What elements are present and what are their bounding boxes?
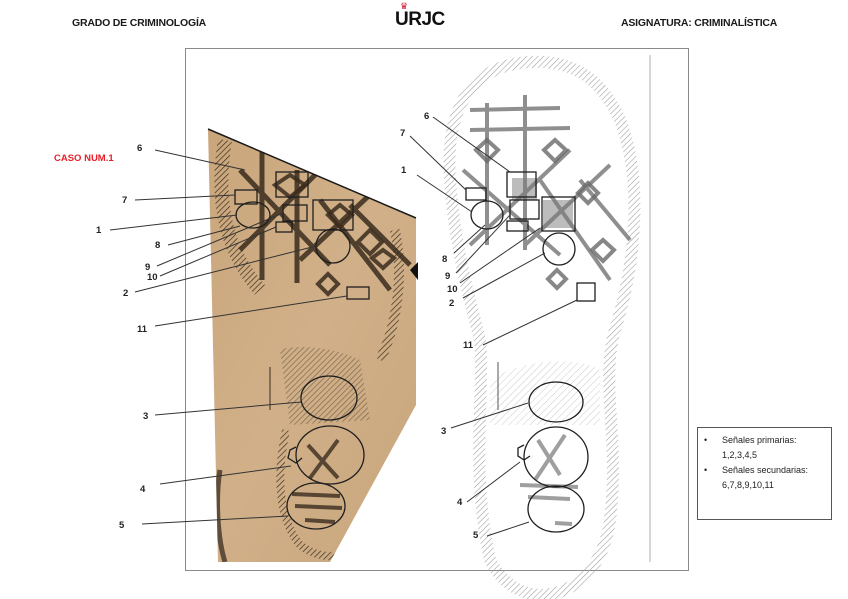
evidence-print bbox=[208, 129, 416, 562]
left-leader-lines bbox=[109, 149, 348, 525]
legend-secondary-values: 6,7,8,9,10,11 bbox=[722, 480, 774, 490]
left-callout-4: 4 bbox=[140, 484, 146, 495]
right-callout-4: 4 bbox=[457, 497, 463, 508]
left-callout-3: 3 bbox=[143, 411, 149, 422]
bullet-icon: • bbox=[704, 465, 708, 475]
legend-secondary-label: Señales secundarias: bbox=[722, 465, 809, 475]
left-callout-8: 8 bbox=[155, 240, 161, 251]
left-callout-1: 1 bbox=[96, 225, 102, 236]
left-callout-9: 9 bbox=[145, 262, 151, 273]
right-callout-11: 11 bbox=[463, 340, 474, 351]
right-callout-9: 9 bbox=[445, 271, 451, 282]
left-callout-2: 2 bbox=[123, 288, 129, 299]
left-callout-6: 6 bbox=[137, 143, 143, 154]
urjc-logo: ♛ URJC bbox=[395, 2, 445, 34]
bullet-icon: • bbox=[704, 435, 708, 445]
left-callout-11: 11 bbox=[137, 324, 148, 335]
right-callout-8: 8 bbox=[442, 254, 448, 265]
right-callout-1: 1 bbox=[401, 165, 407, 176]
right-callout-3: 3 bbox=[441, 426, 447, 437]
legend-primary-values: 1,2,3,4,5 bbox=[722, 450, 758, 460]
legend-primary-label: Señales primarias: bbox=[722, 435, 797, 445]
right-callout-5: 5 bbox=[473, 530, 479, 541]
left-callout-5: 5 bbox=[119, 520, 125, 531]
reference-print bbox=[443, 55, 641, 599]
right-callout-2: 2 bbox=[449, 298, 455, 309]
legend-item-secondary: • Señales secundarias: bbox=[704, 463, 831, 478]
subject-title: ASIGNATURA: CRIMINALÍSTICA bbox=[621, 17, 778, 29]
case-label: CASO NUM.1 bbox=[54, 153, 114, 164]
right-callout-7: 7 bbox=[400, 128, 406, 139]
left-callout-10: 10 bbox=[147, 272, 158, 283]
left-callout-7: 7 bbox=[122, 195, 128, 206]
legend-box: • Señales primarias: 1,2,3,4,5 • Señales… bbox=[697, 427, 832, 520]
right-leader-lines bbox=[409, 116, 578, 537]
arrow-marker bbox=[410, 262, 418, 280]
logo-text: URJC bbox=[395, 9, 445, 30]
degree-title: GRADO DE CRIMINOLOGÍA bbox=[72, 17, 207, 29]
legend-item-primary: • Señales primarias: bbox=[704, 433, 831, 448]
right-callout-6: 6 bbox=[424, 111, 430, 122]
right-callout-10: 10 bbox=[447, 284, 458, 295]
crown-icon: ♛ bbox=[400, 1, 409, 11]
